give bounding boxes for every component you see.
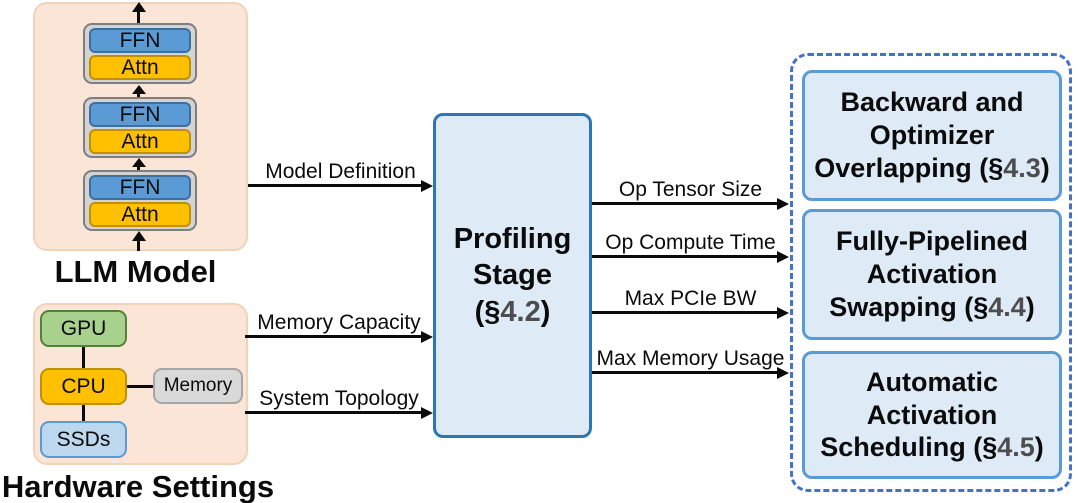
up-arrow-bottom-icon [131,231,146,251]
attn-label: Attn [121,203,159,226]
ffn-label: FFN [119,103,161,126]
attn-label: Attn [121,56,159,79]
op-compute-time-label: Op Compute Time [605,231,776,254]
max-memory-usage-label: Max Memory Usage [596,347,785,370]
memory-capacity-label: Memory Capacity [257,311,421,334]
attn-box: Attn [89,129,191,154]
ffn-label: FFN [119,29,161,52]
arrowhead-icon [131,158,146,167]
op-compute-time-arrow: Op Compute Time [592,227,789,263]
transformer-block-middle: FFN Attn [83,97,197,158]
up-arrow-top-icon [131,2,146,23]
ssds-box: SSDs [40,421,127,458]
transformer-block-top: FFN Attn [83,23,197,84]
profiling-section-post: ) [540,295,551,328]
memory-box: Memory [153,368,243,404]
arrowhead-icon [421,331,433,343]
arrowhead-icon [421,407,433,419]
hardware-settings-label: Hardware Settings [1,469,275,503]
max-pcie-bw-label: Max PCIe BW [624,287,757,310]
arrowhead-icon [421,180,433,192]
techniques-dashed-container [790,53,1072,492]
llm-model-label: LLM Model [54,254,217,289]
technique-text: Automatic Activation Scheduling (§4.5) [820,366,1044,463]
arrowhead-icon [131,2,146,12]
arrowhead-icon [777,198,789,210]
ffn-label: FFN [119,176,161,199]
gpu-cpu-connector [82,347,85,368]
op-tensor-size-arrow: Op Tensor Size [592,174,789,210]
section-number: 4.4 [988,291,1026,322]
ffn-box: FFN [89,102,191,127]
attn-label: Attn [121,130,159,153]
backward-optimizer-overlapping-box: Backward and Optimizer Overlapping (§4.3… [802,70,1062,201]
arrowhead-icon [777,367,789,379]
profiling-section-pre: (§ [474,295,501,328]
gpu-box: GPU [40,310,127,347]
automatic-activation-scheduling-box: Automatic Activation Scheduling (§4.5) [802,351,1062,479]
cpu-memory-connector [127,385,153,388]
section-number: 4.3 [1003,152,1041,183]
system-topology-arrow: System Topology [245,383,433,419]
op-tensor-size-label: Op Tensor Size [618,178,763,201]
ssds-label: SSDs [56,427,111,451]
gpu-label: GPU [60,316,107,340]
section-number: 4.5 [997,432,1035,463]
up-arrow-between-blocks-icon [131,85,146,97]
profiling-line2: Stage [473,259,552,292]
up-arrow-between-blocks-icon [131,158,146,170]
model-definition-label: Model Definition [265,160,416,183]
memory-capacity-arrow: Memory Capacity [245,307,433,343]
profiling-stage-text: Profiling Stage (§4.2) [454,221,572,330]
transformer-block-bottom: FFN Attn [83,170,197,231]
technique-text: Fully-Pipelined Activation Swapping (§4.… [829,226,1035,322]
ffn-box: FFN [89,28,191,53]
fully-pipelined-activation-swapping-box: Fully-Pipelined Activation Swapping (§4.… [802,209,1062,340]
model-definition-arrow: Model Definition [248,156,433,192]
technique-text: Backward and Optimizer Overlapping (§4.3… [814,87,1050,183]
system-topology-label: System Topology [259,387,419,410]
arrowhead-icon [131,231,146,241]
cpu-box: CPU [40,368,127,405]
ffn-box: FFN [89,175,191,200]
max-pcie-bw-arrow: Max PCIe BW [592,283,789,319]
max-memory-usage-arrow: Max Memory Usage [592,343,789,379]
profiling-stage-box: Profiling Stage (§4.2) [433,113,592,438]
arrowhead-icon [131,85,146,94]
attn-box: Attn [89,55,191,80]
profiling-section-number: 4.2 [500,295,541,328]
arrowhead-icon [777,307,789,319]
cpu-label: CPU [61,374,106,398]
attn-box: Attn [89,202,191,227]
profiling-line1: Profiling [453,223,572,256]
arrowhead-icon [777,251,789,263]
memory-label: Memory [163,375,233,396]
cpu-ssds-connector [82,405,85,421]
